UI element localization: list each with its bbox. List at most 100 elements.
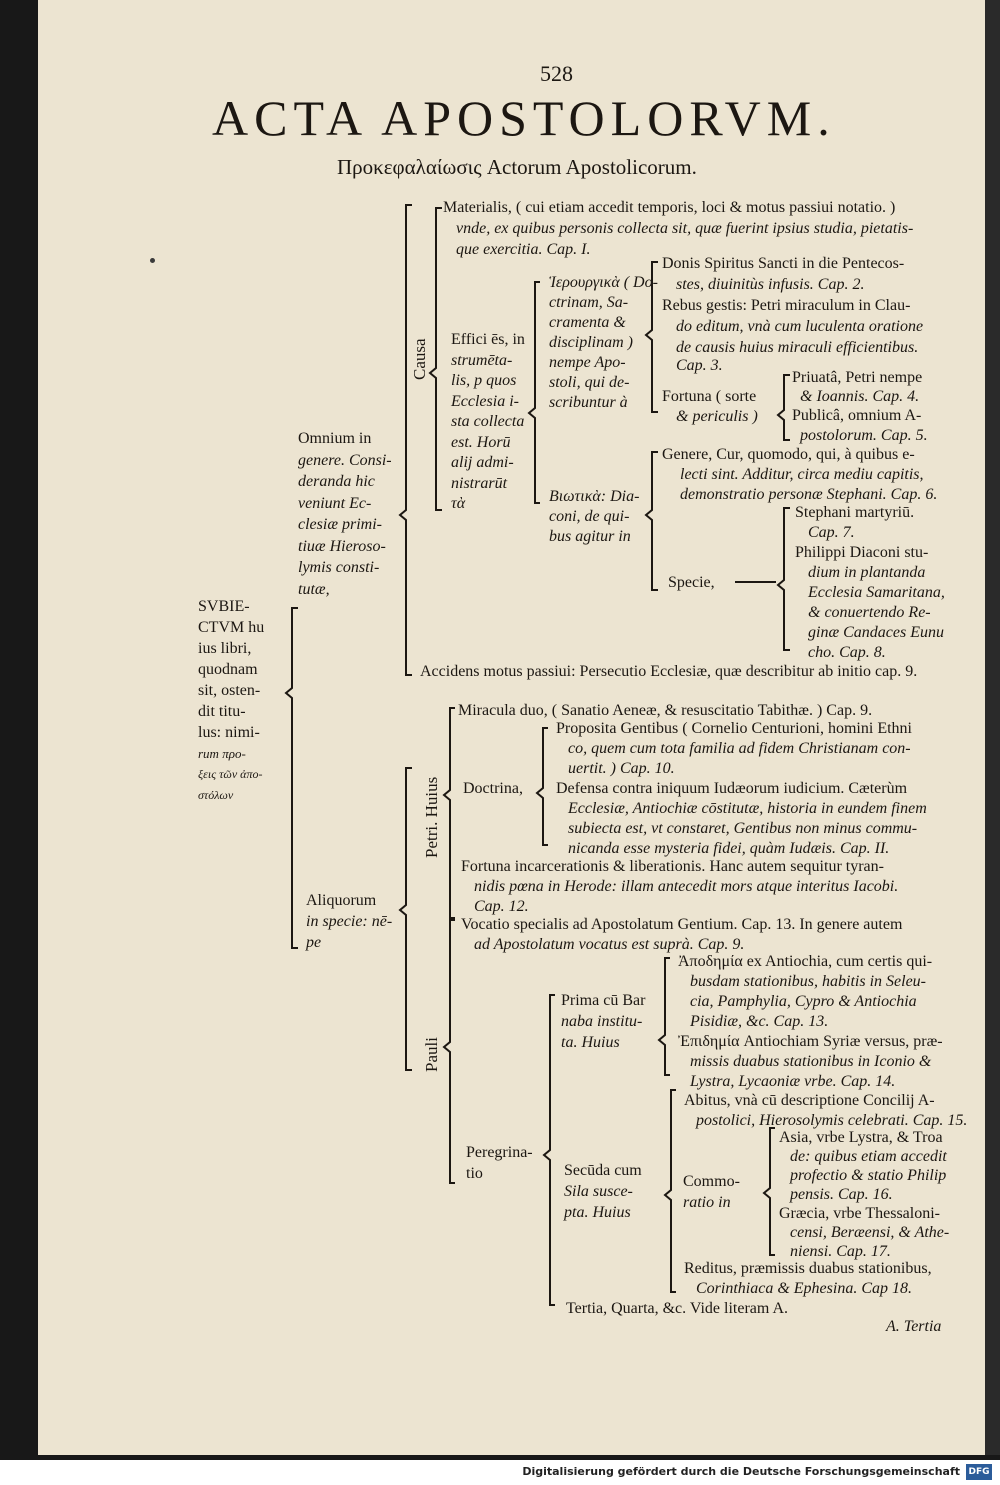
dfg-logo: DFG (966, 1464, 992, 1480)
text-line: Stephani martyriū. (795, 504, 915, 521)
text-line: Donis Spiritus Sancti in die Pentecos- (662, 255, 905, 272)
page-subtitle: Προκεφαλαίωσις Actorum Apostolicorum. (337, 155, 697, 179)
bracket-doctrina (535, 727, 548, 846)
label-pauli: Pauli (422, 1037, 441, 1072)
text-line: Fortuna incarcerationis & liberationis. … (461, 858, 884, 875)
text-line: Cap. 12. (474, 898, 529, 915)
text-line: demonstratio personæ Stephani. Cap. 6. (680, 486, 938, 503)
bracket-pauli (442, 917, 455, 1184)
bracket-specie (776, 507, 790, 651)
text-line: Miracula duo, ( Sanatio Aeneæ, & resusci… (458, 702, 873, 719)
bracket-omnium (398, 204, 412, 676)
text-line: Lystra, Lycaoniæ vrbe. Cap. 14. (690, 1073, 896, 1090)
bracket-ierourgika (644, 261, 658, 413)
bracket-commoratio (762, 1127, 775, 1256)
footer-bar: Digitalisierung gefördert durch die Deut… (0, 1460, 1000, 1485)
bracket-aliquorum (398, 767, 412, 1071)
text-line: Corinthiaca & Ephesina. Cap 18. (696, 1280, 912, 1297)
footer-text: Digitalisierung gefördert durch die Deut… (522, 1465, 960, 1478)
text-line: que exercitia. Cap. I. (456, 241, 591, 258)
book-page (38, 0, 985, 1455)
text-line: cia, Pamphylia, Cypro & Antiochia (690, 993, 917, 1010)
text-line: nicanda esse mysteria fidei, quàm Iudæis… (568, 840, 890, 857)
text-line: Accidens motus passiui: Persecutio Eccle… (420, 663, 918, 680)
node-biotika: Βιωτικὰ: Dia-coni, de qui-bus agitur in (549, 488, 640, 545)
text-line: Vocatio specialis ad Apostolatum Gentium… (461, 916, 903, 933)
text-line: Priuatâ, Petri nempe (792, 369, 923, 386)
text-line: postolorum. Cap. 5. (800, 427, 928, 444)
text-line: Abitus, vnà cū descriptione Concilij A- (684, 1092, 935, 1109)
text-line: pensis. Cap. 16. (790, 1186, 893, 1203)
text-line: Doctrina, (463, 780, 523, 797)
bracket-secunda (663, 1089, 676, 1293)
text-line: de: quibus etiam accedit (790, 1148, 947, 1165)
text-line: Reditus, præmissis duabus stationibus, (684, 1260, 932, 1277)
page-edge (985, 0, 1000, 1455)
ink-speck (150, 258, 155, 263)
text-line: cho. Cap. 8. (808, 644, 886, 661)
text-line: censi, Beræensi, & Athe- (790, 1224, 950, 1241)
text-line: Publicâ, omnium A- (792, 407, 922, 424)
text-line: Asia, vrbe Lystra, & Troa (779, 1129, 943, 1146)
node-peregrinatio: Peregrina-tio (466, 1144, 533, 1182)
text-line: uertit. ) Cap. 10. (568, 760, 675, 777)
text-line: Philippi Diaconi stu- (795, 544, 929, 561)
text-line: co, quem cum tota familia ad fidem Chris… (568, 740, 911, 757)
page-title: ACTA APOSTOLORVM. (212, 90, 836, 146)
label-causa: Causa (410, 338, 429, 380)
text-line: dium in plantanda (808, 564, 926, 581)
text-line: Materialis, ( cui etiam accedit temporis… (443, 199, 896, 216)
catchword: A. Tertia (886, 1318, 942, 1335)
text-line: Pisidiæ, &c. Cap. 13. (690, 1013, 829, 1030)
label-petri: Petri. Huius (422, 776, 441, 858)
text-line: & Ioannis. Cap. 4. (800, 388, 920, 405)
text-line: de causis huius miraculi efficientibus. (676, 339, 919, 356)
text-line: postolici, Hierosolymis celebrati. Cap. … (696, 1112, 968, 1129)
bracket-prima (657, 957, 670, 1076)
text-line: Fortuna ( sorte (662, 388, 757, 405)
text-line: vnde, ex quibus personis collecta sit, q… (456, 220, 914, 237)
text-line: Proposita Gentibus ( Cornelio Centurioni… (556, 720, 912, 737)
node-commoratio: Commo-ratio in (683, 1173, 740, 1211)
text-line: ad Apostolatum vocatus est suprà. Cap. 9… (474, 936, 745, 953)
text-line: nidis pœna in Herode: illam antecedit mo… (474, 878, 899, 895)
text-line: lecti sint. Additur, circa mediu capitis… (680, 466, 924, 483)
text-line: Specie, (668, 574, 715, 591)
node-ierourgika: Ἱερουργικὰ ( Do-ctrinam, Sa-cramenta &di… (549, 274, 658, 411)
bracket-causa (428, 207, 442, 511)
text-line: Cap. 3. (676, 357, 723, 374)
text-line: Græcia, vrbe Thessaloni- (779, 1205, 940, 1222)
text-line: stes, diuinitùs infusis. Cap. 2. (676, 276, 865, 293)
bracket-biotika (644, 451, 658, 591)
text-line: subiecta est, vt constaret, Gentibus non… (568, 820, 918, 837)
bracket-main (284, 607, 298, 949)
text-line: profectio & statio Philip (790, 1167, 947, 1184)
text-line: busdam stationibus, habitis in Seleu- (690, 973, 926, 990)
text-line: Tertia, Quarta, &c. Vide literam A. (566, 1300, 788, 1317)
bracket-petri (442, 707, 455, 921)
text-line: Defensa contra iniquum Iudæorum iudicium… (556, 780, 908, 797)
text-line: niensi. Cap. 17. (790, 1243, 891, 1260)
text-line: missis duabus stationibus in Iconio & (690, 1053, 932, 1070)
text-line: Ἐπιδημία Antiochiam Syriæ versus, præ- (678, 1033, 943, 1050)
page-number: 528 (540, 61, 573, 86)
text-line: do editum, vnà cum luculenta oratione (676, 318, 924, 335)
text-line: Rebus gestis: Petri miraculum in Clau- (662, 297, 911, 314)
bracket-fortuna (776, 374, 790, 441)
text-line: Cap. 7. (808, 524, 855, 541)
text-line: Genere, Cur, quomodo, qui, à quibus e- (662, 446, 915, 463)
text-line: ginæ Candaces Eunu (808, 624, 944, 641)
bracket-efficiens (527, 281, 540, 504)
text-line: Ecclesia Samaritana, (808, 584, 945, 601)
bracket-peregrinatio (542, 994, 555, 1306)
text-line: Ecclesiæ, Antiochiæ cōstitutæ, historia … (568, 800, 927, 817)
text-line: & conuertendo Re- (808, 604, 931, 621)
